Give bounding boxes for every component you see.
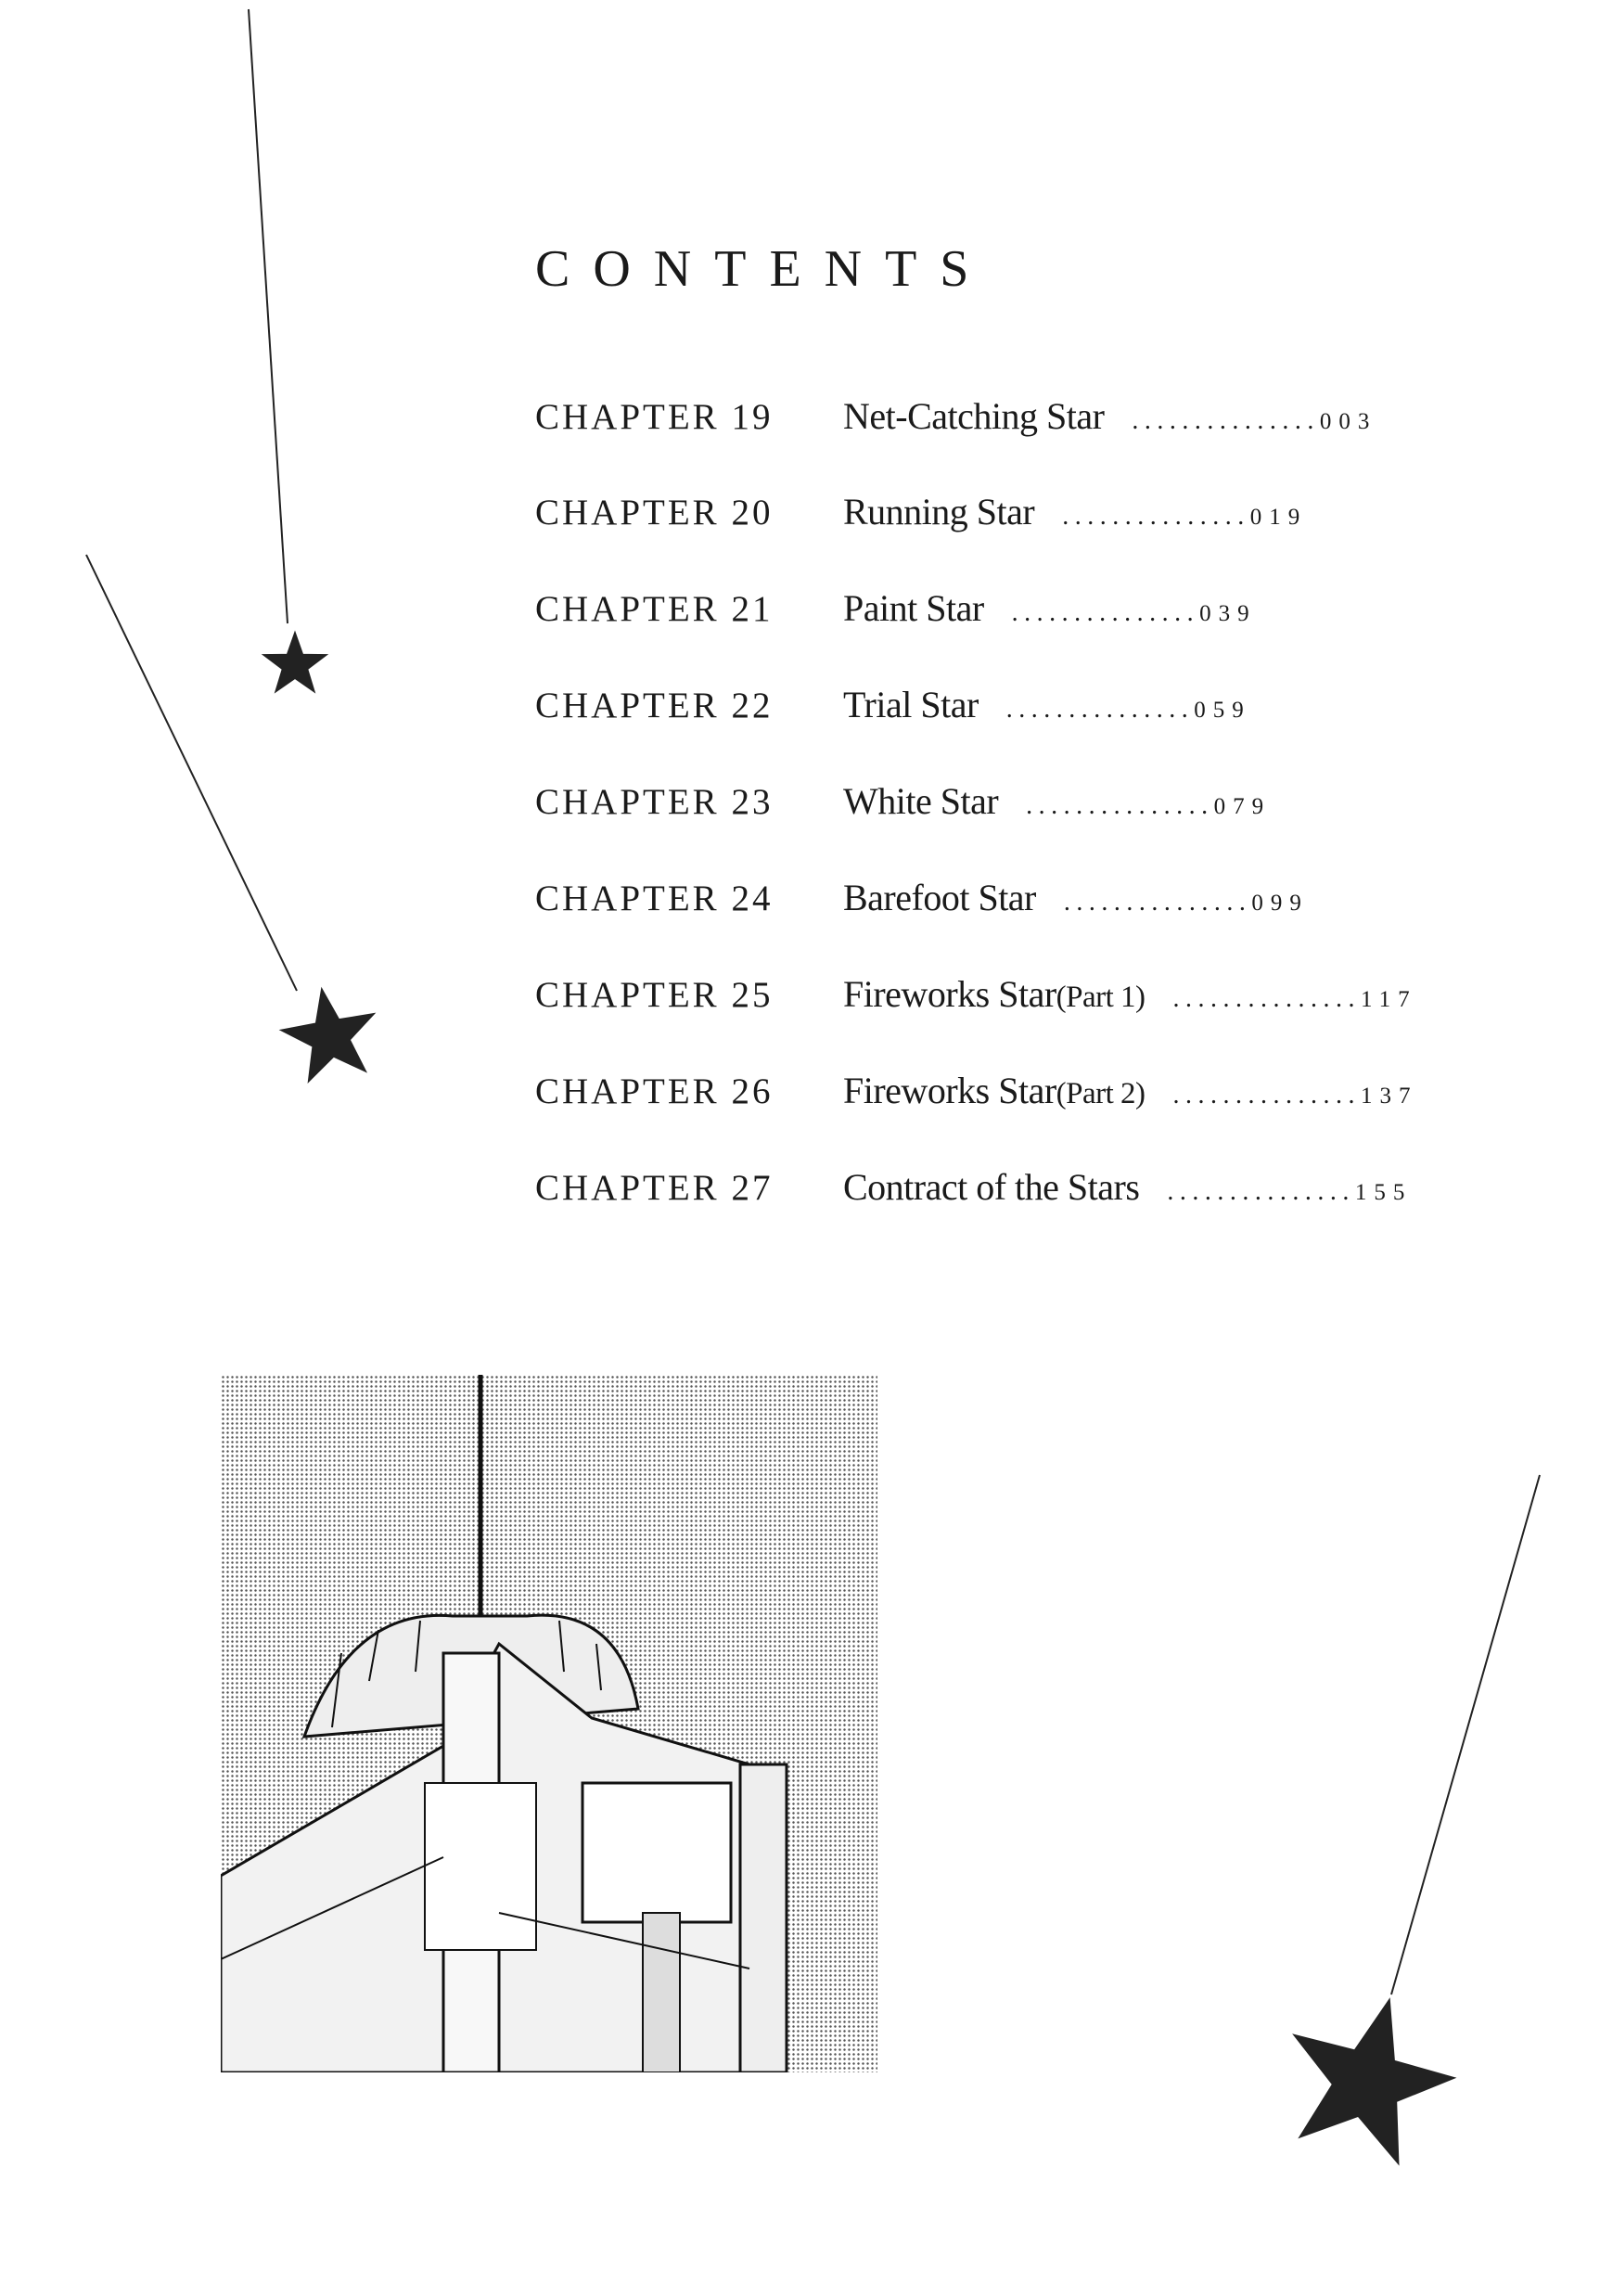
toc-entry: CHAPTER 21 Paint Star...............039 xyxy=(535,586,1257,642)
page-number: 059 xyxy=(1194,698,1251,723)
chapter-title: White Star xyxy=(843,780,999,822)
toc-entry: CHAPTER 19 Net-Catching Star.............… xyxy=(535,394,1376,450)
chapter-title: Trial Star xyxy=(843,684,979,725)
toc-entry: CHAPTER 23 White Star...............079 xyxy=(535,779,1271,835)
toc-entry: CHAPTER 26 Fireworks Star (Part 2).......… xyxy=(535,1069,1418,1124)
chapter-title: Barefoot Star xyxy=(843,877,1036,918)
dot-leader: ............... xyxy=(1167,1177,1355,1206)
chapter-title: Fireworks Star xyxy=(843,1070,1056,1111)
toc-entry: CHAPTER 22 Trial Star...............059 xyxy=(535,683,1251,738)
chapter-label: CHAPTER 24 xyxy=(535,879,774,918)
toc-entry: CHAPTER 20 Running Star...............019 xyxy=(535,490,1307,545)
page-number: 003 xyxy=(1319,409,1377,434)
page-number: 137 xyxy=(1361,1084,1418,1109)
chapter-label: CHAPTER 21 xyxy=(535,589,774,629)
dot-leader: ............... xyxy=(1005,695,1195,724)
observatory-illustration xyxy=(221,1375,877,2072)
dot-leader: ............... xyxy=(1026,791,1214,820)
chapter-label: CHAPTER 20 xyxy=(535,493,774,532)
dot-leader: ............... xyxy=(1011,598,1200,627)
toc-entry: CHAPTER 27 Contract of the Stars.........… xyxy=(535,1165,1412,1221)
chapter-part: (Part 1) xyxy=(1056,981,1146,1014)
shooting-star-icon xyxy=(1292,1474,1541,2166)
page-number: 039 xyxy=(1199,601,1257,626)
toc-entry: CHAPTER 25 Fireworks Star (Part 1).......… xyxy=(535,972,1417,1028)
dot-leader: ............... xyxy=(1132,406,1320,435)
page-number: 155 xyxy=(1354,1180,1413,1205)
chapter-label: CHAPTER 27 xyxy=(535,1168,774,1208)
page-number: 099 xyxy=(1251,891,1309,916)
shooting-star-icon xyxy=(85,554,377,1084)
chapter-title: Running Star xyxy=(843,491,1035,532)
dot-leader: ............... xyxy=(1062,502,1250,531)
page-number: 117 xyxy=(1361,987,1417,1012)
page-number: 019 xyxy=(1249,505,1308,530)
page-number: 079 xyxy=(1213,794,1272,819)
chapter-label: CHAPTER 19 xyxy=(535,397,774,437)
chapter-label: CHAPTER 23 xyxy=(535,782,774,822)
dot-leader: ............... xyxy=(1172,1081,1362,1110)
dot-leader: ............... xyxy=(1172,984,1362,1013)
chapter-label: CHAPTER 26 xyxy=(535,1071,774,1111)
chapter-title: Paint Star xyxy=(843,587,984,629)
chapter-label: CHAPTER 25 xyxy=(535,975,774,1015)
chapter-title: Contract of the Stars xyxy=(843,1166,1140,1208)
page-title: CONTENTS xyxy=(535,240,992,298)
chapter-part: (Part 2) xyxy=(1056,1077,1146,1110)
chapter-title: Net-Catching Star xyxy=(843,395,1105,437)
chapter-label: CHAPTER 22 xyxy=(535,686,774,725)
chapter-title: Fireworks Star xyxy=(843,973,1056,1015)
dot-leader: ............... xyxy=(1063,888,1252,917)
toc-entry: CHAPTER 24 Barefoot Star...............09… xyxy=(535,876,1309,931)
shooting-star-icon xyxy=(248,8,329,694)
